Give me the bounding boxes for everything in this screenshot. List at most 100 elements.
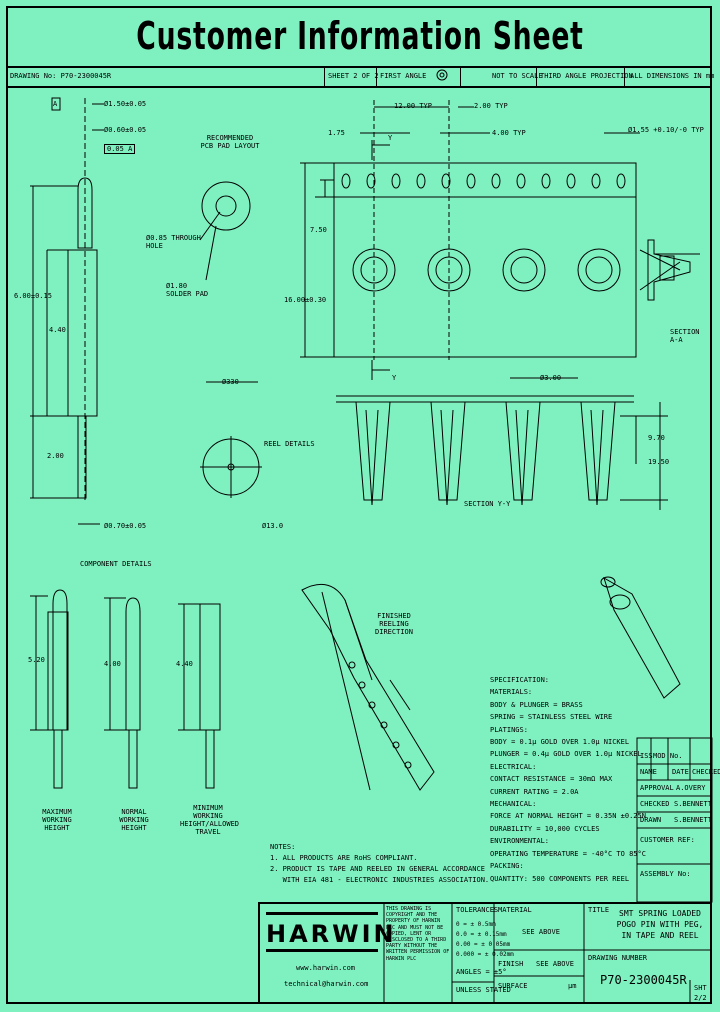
- rev-mod: MOD No.: [653, 752, 683, 760]
- angles-tolerance: ANGLES = ±5°: [456, 968, 507, 976]
- drawing-number: DRAWING No: P70-2300045R: [10, 72, 112, 80]
- pitch-12: 12.00 TYP: [394, 102, 432, 110]
- min-height: 4.40: [176, 660, 193, 668]
- min-caption: MINIMUM WORKING HEIGHT/ALLOWED TRAVEL: [180, 804, 240, 837]
- spec-line: MATERIALS:: [490, 688, 533, 697]
- sprocket-dia: Ø1.55 +0.10/-0 TYP: [628, 126, 704, 134]
- max-height: 5.20: [28, 656, 45, 664]
- spec-line: SPECIFICATION:: [490, 676, 550, 684]
- finish-value: SEE ABOVE: [536, 960, 574, 968]
- normal-height: 4.00: [104, 660, 121, 668]
- sheet-number: SHEET 2 OF 2: [328, 72, 379, 80]
- cavity-depth: 9.70: [648, 434, 665, 442]
- note-line: WITH EIA 481 - ELECTRONIC INDUSTRIES ASS…: [270, 876, 490, 884]
- pin-tolerance: 0.05 A: [104, 144, 136, 155]
- section-a-label: SECTION A-A: [670, 328, 700, 345]
- pad-solder-label: Ø1.80 SOLDER PAD: [166, 282, 209, 299]
- customer-ref-label: CUSTOMER REF:: [640, 836, 695, 844]
- tolerance-line: 0 = ± 0.5mm: [456, 921, 496, 928]
- tape-top-view: [300, 100, 640, 380]
- tolerances-title: TOLERANCES: [456, 906, 499, 914]
- projection-label: THIRD ANGLE PROJECTION: [540, 72, 633, 80]
- cavity-dia: Ø3.00: [540, 374, 562, 382]
- approval-label: APPROVAL: [640, 784, 674, 792]
- reel-hub: Ø13.0: [262, 522, 284, 530]
- title-label: TITLE: [588, 906, 610, 914]
- rev-iss: ISS: [640, 752, 653, 760]
- spec-line: QUANTITY: 500 COMPONENTS PER REEL: [490, 874, 630, 883]
- spec-line: ELECTRICAL:: [490, 762, 537, 771]
- spec-line: PACKING:: [490, 862, 524, 871]
- sheet-title: Customer Information Sheet: [136, 14, 584, 58]
- pitch-2: 2.00 TYP: [474, 102, 508, 110]
- note-line: 2. PRODUCT IS TAPE AND REELED IN GENERAL…: [270, 865, 485, 873]
- checked-label: CHECKED: [640, 800, 670, 808]
- normal-caption: NORMAL WORKING HEIGHT: [119, 808, 149, 833]
- drawing-number-label: DRAWING NUMBER: [588, 954, 648, 962]
- spec-line: FORCE AT NORMAL HEIGHT = 0.35N ±0.25N: [490, 812, 646, 821]
- width-16: 16.00±0.30: [284, 296, 327, 304]
- note-line: NOTES:: [270, 843, 296, 851]
- reel-view: [200, 381, 262, 498]
- specification-list: SPECIFICATION: MATERIALS: BODY & PLUNGER =…: [490, 674, 646, 885]
- pin-length-total: 6.00±0.15: [14, 292, 52, 300]
- pin-dia-2: Ø0.60±0.05: [104, 126, 147, 134]
- finish-label: FINISH: [498, 960, 524, 968]
- rev-date: DATE: [672, 768, 689, 776]
- component-title: COMPONENT DETAILS: [80, 560, 152, 568]
- assembly-label: ASSEMBLY No:: [640, 870, 691, 878]
- tolerance-line: 0.0 = ± 0.15mm: [456, 931, 507, 938]
- spec-line: OPERATING TEMPERATURE = -40°C TO 85°C: [490, 849, 646, 858]
- spec-line: BODY & PLUNGER = BRASS: [490, 700, 583, 709]
- component-heights: [30, 589, 221, 789]
- pin-dia-tail: Ø0.70±0.05: [104, 522, 147, 530]
- checked-value: S.BENNETT: [674, 800, 712, 808]
- section-a-a: [639, 239, 700, 301]
- title-block-lines: [383, 902, 712, 1004]
- section-y-label: SECTION Y-Y: [464, 500, 511, 508]
- pin-length-body: 4.40: [49, 326, 66, 334]
- scale-label: NOT TO SCALE: [492, 72, 543, 80]
- spec-line: ENVIRONMENTAL:: [490, 837, 550, 846]
- offset-175: 1.75: [328, 129, 345, 137]
- pin-length-tail: 2.00: [47, 452, 64, 460]
- spec-line: CONTACT RESISTANCE = 30mΩ MAX: [490, 775, 613, 784]
- drawn-label: DRAWN: [640, 816, 662, 824]
- header-strip: DRAWING No: P70-2300045R SHEET 2 OF 2 FI…: [8, 66, 714, 88]
- approval-value: A.OVERY: [676, 784, 706, 792]
- title-value: SMT SPRING LOADED POGO PIN WITH PEG, IN …: [616, 909, 704, 940]
- sheet-label: SHT: [694, 984, 707, 992]
- website: www.harwin.com: [296, 964, 356, 972]
- section-y-y: [336, 377, 668, 510]
- title-block: [258, 902, 712, 1002]
- harwin-logo: HARWIN: [266, 912, 394, 952]
- spec-line: SPRING = STAINLESS STEEL WIRE: [490, 713, 613, 722]
- pad-hole-label: Ø0.85 THROUGH HOLE: [146, 234, 201, 251]
- sheet-value: 2/2: [694, 994, 707, 1002]
- spec-line: PLUNGER = 0.4μ GOLD OVER 1.0μ NICKEL: [490, 750, 642, 759]
- surface-value: μm: [568, 982, 577, 990]
- pitch-4: 4.00 TYP: [492, 129, 526, 137]
- units-label: ALL DIMENSIONS IN mm: [630, 72, 715, 80]
- pin-side-view: [30, 97, 104, 525]
- email: technical@harwin.com: [284, 980, 369, 988]
- section-y-marker-bottom: Y: [392, 374, 397, 382]
- spec-line: MECHANICAL:: [490, 800, 537, 809]
- spec-line: PLATINGS:: [490, 725, 528, 734]
- drawing-frame: [6, 6, 712, 1004]
- pin-dia-1: Ø1.50±0.05: [104, 100, 147, 108]
- spec-line: BODY = 0.1μ GOLD OVER 1.0μ NICKEL: [490, 738, 630, 747]
- unless-stated: UNLESS STATED: [456, 986, 511, 994]
- width-750: 7.50: [310, 226, 327, 234]
- pad-title: RECOMMENDED PCB PAD LAYOUT: [200, 134, 260, 151]
- material-label: MATERIAL: [498, 906, 532, 914]
- rev-checked: CHECKED: [692, 768, 720, 776]
- reeling-view: [301, 583, 435, 791]
- spec-line: DURABILITY = 10,000 CYCLES: [490, 824, 600, 833]
- pad-layout: [199, 181, 251, 281]
- note-line: 1. ALL PRODUCTS ARE RoHS COMPLIANT.: [270, 854, 418, 862]
- datum-label: A: [53, 100, 58, 108]
- carrier-height: 19.50: [648, 458, 670, 466]
- reel-label: REEL DETAILS: [264, 440, 315, 448]
- material-value: SEE ABOVE: [522, 928, 560, 936]
